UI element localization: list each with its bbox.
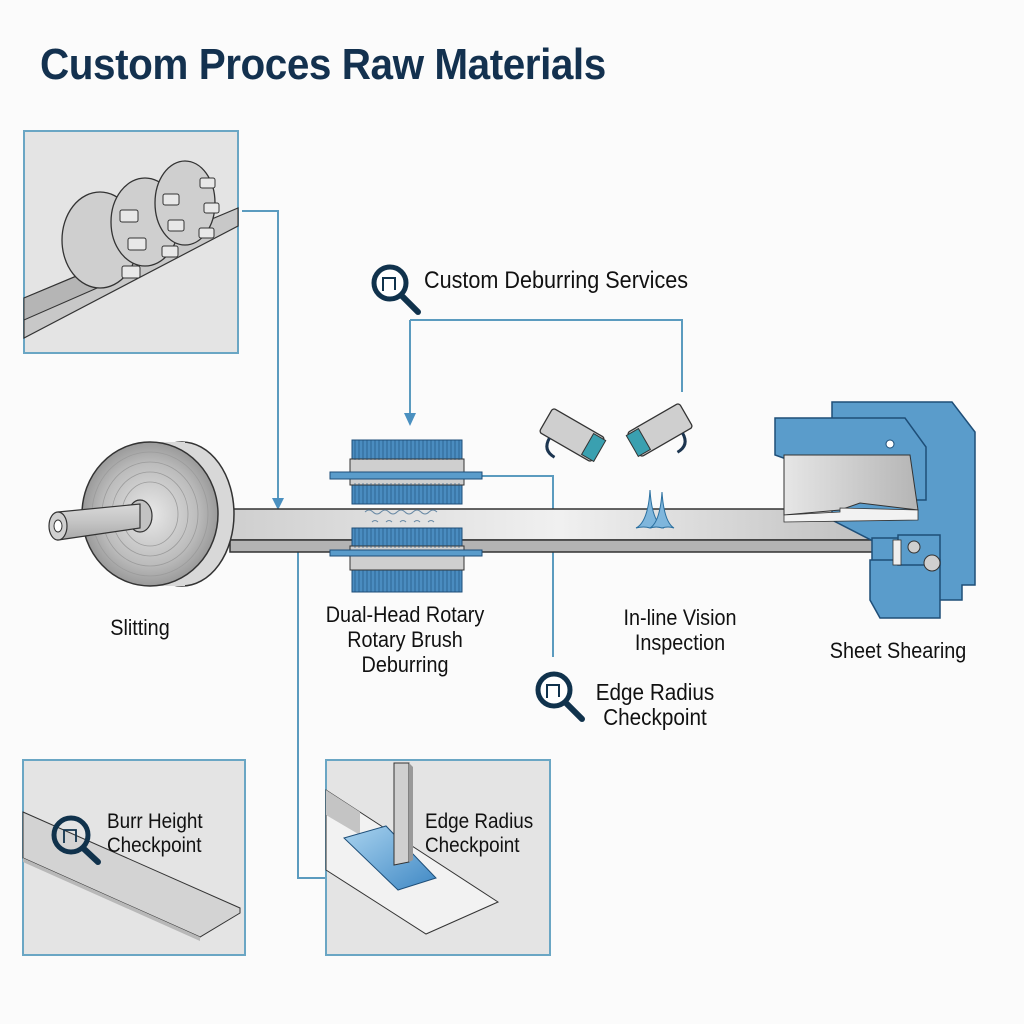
edge-radius-panel-label: Edge Radius Checkpoint: [425, 810, 533, 858]
scan-beam-icon: [635, 489, 675, 529]
vision-stage-label: In-line Vision Inspection: [599, 605, 761, 655]
deburring-services-label: Custom Deburring Services: [424, 267, 689, 294]
vision-label-line2: Inspection: [634, 630, 726, 655]
connector-deburring-bracket: [410, 319, 683, 392]
magnifier-icon-deburring: [371, 264, 421, 315]
magnifier-icon-burr: [51, 815, 101, 865]
camera-right-icon: [625, 403, 693, 458]
coil-illustration: [48, 441, 235, 587]
burr-height-panel: [22, 759, 246, 956]
edge-radius-inline-line2: Checkpoint: [603, 704, 707, 730]
dual-brush-illustration: [329, 439, 483, 593]
connector-edge-panel-to-strip: [297, 516, 326, 879]
burr-height-panel-label: Burr Height Checkpoint: [107, 810, 203, 858]
burr-height-line1: Burr Height: [107, 810, 203, 833]
edge-radius-inline-line1: Edge Radius: [595, 679, 715, 705]
vision-label-line1: In-line Vision: [623, 605, 737, 630]
edge-radius-panel-line2: Checkpoint: [425, 834, 520, 857]
shear-machine-illustration: [774, 401, 976, 619]
shearing-stage-label: Sheet Shearing: [829, 638, 967, 663]
connector-lines: [242, 210, 683, 879]
burr-debris: [364, 509, 438, 523]
deburring-label-line3: Deburring: [361, 652, 449, 677]
diagram-title: Custom Proces Raw Materials: [40, 40, 606, 89]
connector-brush-to-edge-radius: [478, 475, 554, 657]
slitter-detail-panel: [23, 130, 239, 354]
arrow-head-brush: [404, 413, 416, 426]
magnifier-icon-edge-radius: [535, 671, 585, 722]
deburring-label-line1: Dual-Head Rotary: [325, 602, 485, 627]
edge-radius-panel: [325, 759, 551, 956]
deburring-label-line2: Rotary Brush: [347, 627, 463, 652]
connector-slitter-to-strip: [242, 210, 279, 500]
slitting-label: Slitting: [110, 615, 170, 640]
slitter-knives-illustration: [23, 160, 239, 339]
edge-radius-panel-line1: Edge Radius: [425, 810, 534, 833]
deburring-stage-label: Dual-Head Rotary Rotary Brush Deburring: [311, 602, 500, 677]
burr-height-line2: Checkpoint: [107, 834, 202, 857]
edge-radius-inline-label: Edge Radius Checkpoint: [592, 680, 718, 730]
arrow-head-slitter: [272, 498, 284, 510]
vision-cameras: [539, 403, 693, 529]
camera-left-icon: [539, 408, 607, 463]
